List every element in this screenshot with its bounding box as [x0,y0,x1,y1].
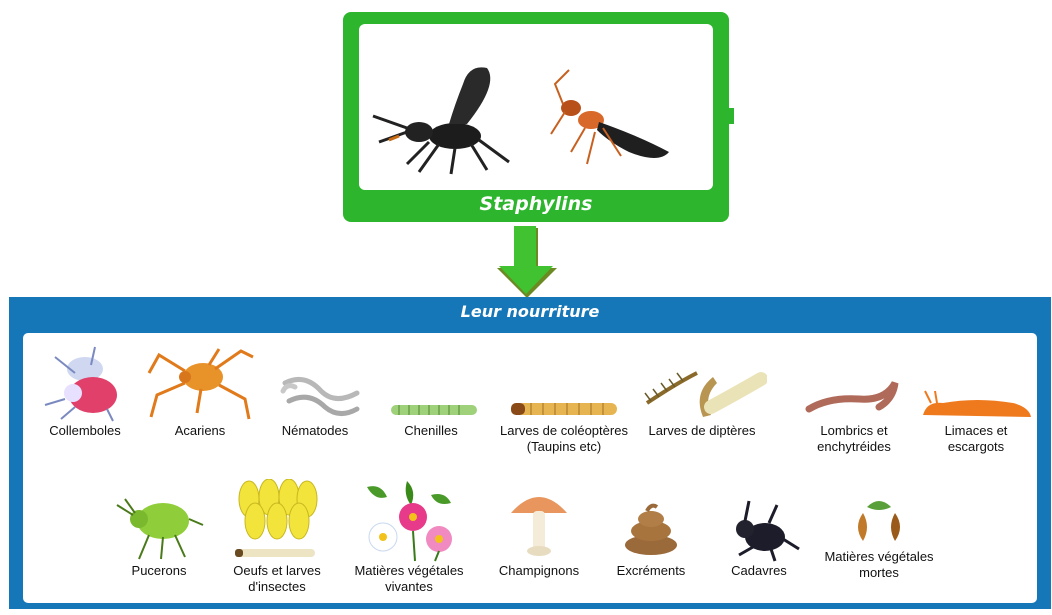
dead-beetle-icon [709,483,809,563]
staphylin-image-area [359,24,713,190]
food-panel: Leur nourriture Collemboles Acariens [9,297,1051,609]
food-item-label: Matières végétales [347,563,471,579]
food-item-collemboles: Collemboles [35,343,135,439]
food-item-label-line2: mortes [819,565,939,581]
food-item-vegetales-vivantes: Matières végétales vivantes [347,477,471,595]
black-rove-beetle-icon [373,67,509,174]
food-item-larves-coleopteres: Larves de coléoptères (Taupins etc) [497,343,631,455]
food-item-chenilles: Chenilles [381,343,481,439]
food-item-label-line2: enchytréides [799,439,909,455]
mite-icon [145,343,255,423]
food-item-vegetales-mortes: Matières végétales mortes [819,493,939,581]
food-items-area: Collemboles Acariens Nématodes Chen [23,333,1037,603]
rove-beetles-icon [359,24,713,190]
orange-rove-beetle-icon [551,70,669,164]
food-item-label: Chenilles [381,423,481,439]
food-item-label: Matières végétales [819,549,939,565]
springtail-icon [35,343,135,423]
food-item-label: Larves de diptères [637,423,767,439]
food-item-cadavres: Cadavres [709,483,809,579]
earthworm-icon [799,343,909,423]
staphylin-card: Staphylins [343,12,729,222]
aphid-icon [109,479,209,563]
food-item-label-line2: d'insectes [225,579,329,595]
card-connector [729,108,734,124]
food-item-oeufs-larves: Oeufs et larves d'insectes [225,479,329,595]
food-item-label: Oeufs et larves [225,563,329,579]
food-item-champignons: Champignons [489,483,589,579]
food-item-label: Acariens [145,423,255,439]
food-item-label: Lombrics et [799,423,909,439]
food-item-pucerons: Pucerons [109,479,209,579]
food-item-label: Pucerons [109,563,209,579]
flowers-icon [347,477,471,563]
dung-icon [601,483,701,563]
food-item-label-line2: (Taupins etc) [497,439,631,455]
page-title: Staphylins [343,193,729,215]
food-item-acariens: Acariens [145,343,255,439]
nematode-icon [265,343,365,423]
food-panel-title: Leur nourriture [9,302,1051,321]
food-item-lombrics: Lombrics et enchytréides [799,343,909,455]
food-item-label: Cadavres [709,563,809,579]
food-item-excrements: Excréments [601,483,701,579]
food-item-label: Larves de coléoptères [497,423,631,439]
food-item-limaces: Limaces et escargots [917,343,1035,455]
food-item-nematodes: Nématodes [265,343,365,439]
caterpillar-icon [381,343,481,423]
fly-larva-icon [637,343,767,423]
food-item-label: Nématodes [265,423,365,439]
dead-leaves-icon [819,493,939,549]
down-arrow-icon [497,226,557,298]
food-item-label: Limaces et [917,423,1035,439]
food-item-label: Excréments [601,563,701,579]
eggs-larvae-icon [225,479,329,563]
food-item-label-line2: vivantes [347,579,471,595]
slug-icon [917,343,1035,423]
beetle-larva-icon [497,343,631,423]
food-item-label: Champignons [489,563,589,579]
food-item-label: Collemboles [35,423,135,439]
food-item-larves-dipteres: Larves de diptères [637,343,767,439]
mushroom-icon [489,483,589,563]
food-item-label-line2: escargots [917,439,1035,455]
